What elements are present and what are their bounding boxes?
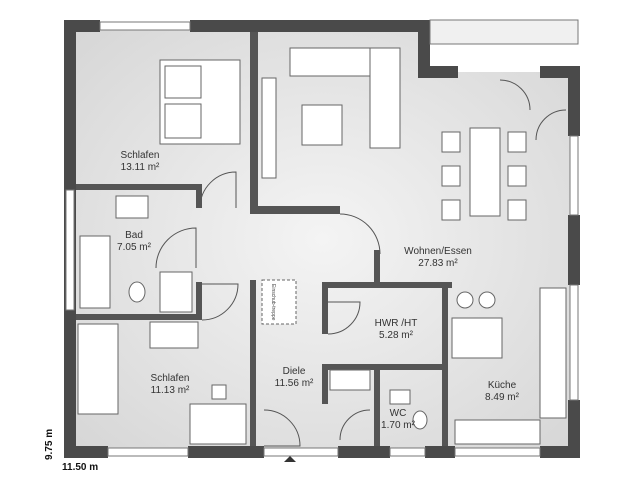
width-dimension: 11.50 m bbox=[62, 462, 99, 473]
entrance-marker bbox=[284, 456, 296, 462]
dining-table bbox=[469, 127, 501, 217]
inner-walls bbox=[76, 32, 452, 446]
shelf bbox=[261, 77, 277, 179]
height-dimension: 9.75 m bbox=[44, 428, 55, 460]
shower bbox=[159, 271, 193, 313]
stair-hatch bbox=[261, 279, 297, 325]
doors bbox=[155, 79, 567, 447]
bathtub bbox=[79, 235, 111, 309]
kitchen-counter bbox=[539, 287, 567, 419]
furniture bbox=[77, 47, 567, 445]
outer-walls bbox=[64, 20, 580, 458]
wc-basin bbox=[389, 389, 411, 405]
coffee-table bbox=[301, 104, 343, 146]
stair-label: Einschub-treppe bbox=[270, 284, 276, 321]
washbasin bbox=[115, 195, 149, 219]
kitchen-island bbox=[451, 317, 503, 359]
single-bed bbox=[77, 323, 119, 415]
windows bbox=[65, 19, 579, 457]
toilet bbox=[128, 281, 146, 303]
desk bbox=[189, 403, 247, 445]
